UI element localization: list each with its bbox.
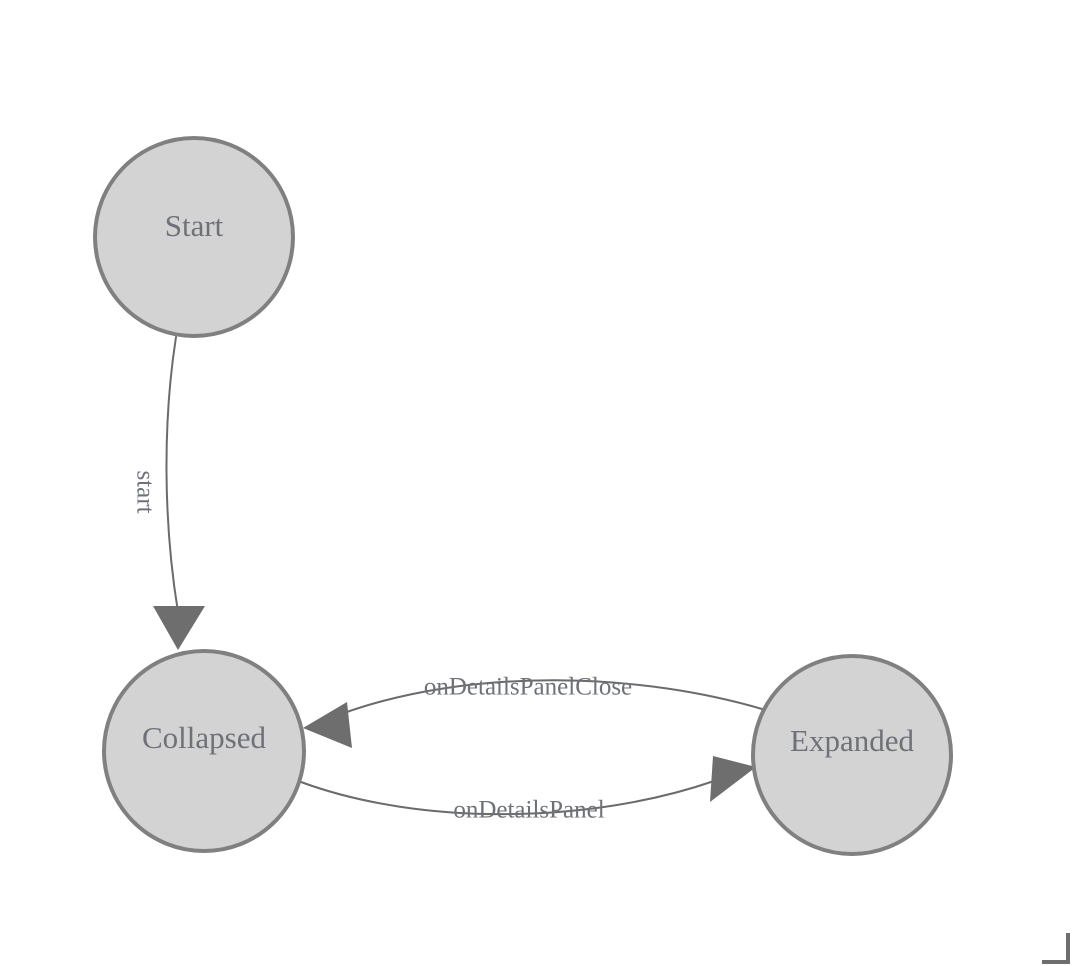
node-start[interactable]: Start xyxy=(93,136,295,338)
edges-layer: start onDetailsPanelClose onDetailsPanel xyxy=(131,336,773,824)
node-start-circle xyxy=(93,136,295,338)
arrowhead-expanded-to-collapsed xyxy=(303,702,352,748)
node-collapsed-circle xyxy=(102,649,306,853)
edge-label-on-details-panel: onDetailsPanel xyxy=(453,797,604,824)
node-collapsed-label: Collapsed xyxy=(142,720,266,755)
node-expanded-circle xyxy=(751,654,953,856)
edge-path-start-to-collapsed xyxy=(165,336,179,613)
node-expanded-label: Expanded xyxy=(790,723,914,758)
edge-expanded-to-collapsed[interactable]: onDetailsPanelClose xyxy=(303,674,773,748)
nodes-layer: Start Collapsed Expanded xyxy=(93,136,953,856)
arrowhead-start-to-collapsed xyxy=(153,606,205,650)
node-start-label: Start xyxy=(165,208,224,243)
edge-path-collapsed-to-expanded xyxy=(300,780,715,816)
window-frame-corner xyxy=(1042,933,1070,964)
edge-path-expanded-to-collapsed xyxy=(343,679,773,714)
node-expanded[interactable]: Expanded xyxy=(751,654,953,856)
edge-collapsed-to-expanded[interactable]: onDetailsPanel xyxy=(300,756,756,824)
edge-label-on-details-panel-close: onDetailsPanelClose xyxy=(424,674,632,701)
node-collapsed[interactable]: Collapsed xyxy=(102,649,306,853)
edge-label-start: start xyxy=(131,470,158,513)
arrowhead-collapsed-to-expanded xyxy=(710,756,756,802)
edge-start-to-collapsed[interactable]: start xyxy=(131,336,205,650)
